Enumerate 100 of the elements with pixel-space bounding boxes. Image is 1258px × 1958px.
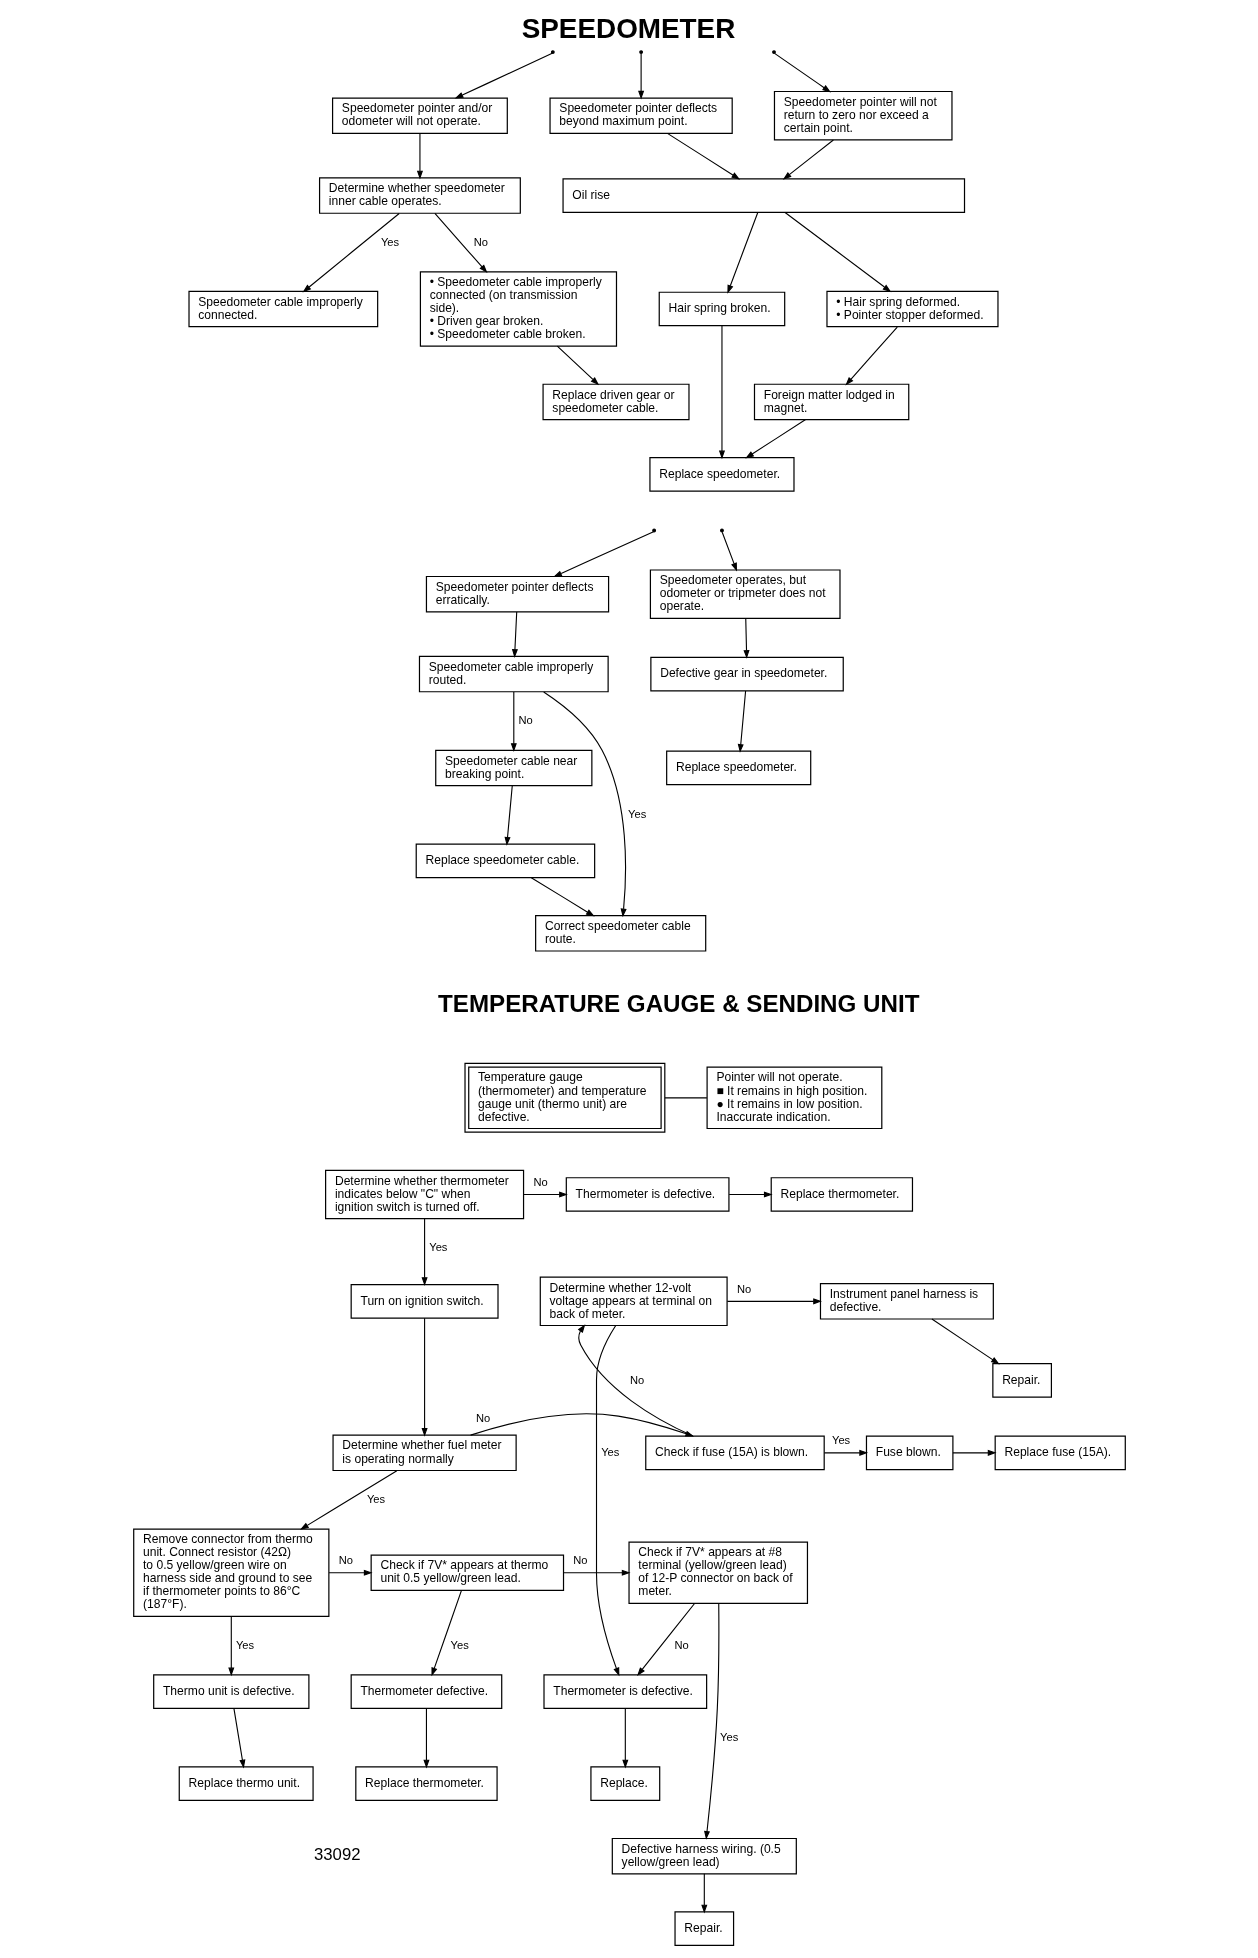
arrow bbox=[530, 877, 595, 917]
diagram-title: SPEEDOMETER bbox=[521, 12, 735, 44]
edge-label: No bbox=[736, 1282, 751, 1295]
arrow bbox=[621, 1708, 628, 1769]
arrow bbox=[737, 690, 746, 753]
node-box: Turn on ignition switch. bbox=[350, 1284, 499, 1319]
edge-label: Yes bbox=[428, 1241, 447, 1254]
arrow bbox=[823, 1449, 868, 1456]
node-box: Speedometer pointer will not return to zero nor exceed a certain point. bbox=[773, 90, 953, 141]
arrow bbox=[562, 1569, 631, 1576]
arrow bbox=[327, 1569, 373, 1576]
node-box: Speedometer cable improperly routed. bbox=[418, 655, 609, 693]
node-box: • Hair spring deformed. • Pointer stopper deformed. bbox=[825, 290, 999, 328]
arrow bbox=[232, 1708, 245, 1769]
node-box: Speedometer cable near breaking point. bbox=[434, 749, 592, 787]
arrow bbox=[728, 1191, 773, 1198]
node-box: Replace thermometer. bbox=[354, 1766, 498, 1801]
arrow bbox=[726, 211, 758, 294]
node-box: Hair spring broken. bbox=[658, 291, 785, 327]
arrow bbox=[433, 212, 488, 273]
node-box: Repair. bbox=[991, 1363, 1052, 1398]
edge-label: Yes bbox=[450, 1639, 469, 1652]
arrow bbox=[299, 1470, 397, 1530]
arrow bbox=[302, 212, 400, 293]
arrow bbox=[595, 1325, 619, 1677]
arrow bbox=[951, 1449, 997, 1456]
node-box: Speedometer pointer deflects erratically. bbox=[425, 575, 609, 613]
arrow bbox=[844, 326, 898, 386]
node-box: Pointer will not operate. ■ It remains in high position. ● It remains in low position. Inaccurate indication. bbox=[706, 1066, 882, 1130]
connector bbox=[663, 1097, 707, 1099]
arrow bbox=[416, 133, 423, 180]
arrow bbox=[744, 419, 806, 459]
edge-label: No bbox=[517, 714, 533, 727]
arrow bbox=[930, 1318, 1000, 1365]
arrow bbox=[782, 139, 834, 180]
edge-label: No bbox=[473, 235, 488, 248]
arrow bbox=[636, 1602, 695, 1676]
node-box: Thermo unit is defective. bbox=[152, 1674, 309, 1709]
node-box: Replace driven gear or speedometer cable. bbox=[541, 383, 690, 421]
label: 33092 bbox=[313, 1845, 360, 1865]
arrow bbox=[556, 345, 599, 386]
node-box: Instrument panel harness is defective. bbox=[819, 1283, 994, 1320]
arrow bbox=[700, 1873, 707, 1914]
edge-label: No bbox=[533, 1175, 548, 1188]
node-box: Speedometer pointer deflects beyond maximum point. bbox=[548, 97, 733, 134]
node-box: Thermometer defective. bbox=[350, 1674, 502, 1709]
node-box: Remove connector from thermo unit. Connect resistor (42Ω) to 0.5 yellow/green wire on harness side and ground to see if thermometer points to 86°C (187°F). bbox=[132, 1528, 329, 1617]
arrow bbox=[721, 531, 737, 572]
arrow bbox=[718, 325, 725, 460]
arrow bbox=[703, 1603, 719, 1840]
arrow bbox=[542, 691, 627, 918]
edge-label: No bbox=[629, 1373, 644, 1386]
edge-label: No bbox=[338, 1553, 353, 1566]
node-box: Foreign matter lodged in magnet. bbox=[753, 383, 909, 421]
node-box: Replace. bbox=[589, 1766, 660, 1801]
arrow bbox=[511, 611, 518, 658]
arrow bbox=[422, 1708, 429, 1769]
arrow bbox=[726, 1298, 822, 1305]
node-box: Correct speedometer cable route. bbox=[534, 915, 706, 952]
node-box: Replace speedometer. bbox=[648, 457, 795, 492]
node-box: Thermometer is defective. bbox=[542, 1674, 707, 1709]
node-box: Fuse blown. bbox=[865, 1435, 953, 1471]
node-box: Speedometer cable improperly connected. bbox=[187, 290, 378, 328]
node-box: Repair. bbox=[673, 1911, 734, 1946]
node-box: Determine whether fuel meter is operating normally bbox=[331, 1434, 517, 1472]
node-box: • Speedometer cable improperly connected (on transmission side). • Driven gear broken. • Speedometer cable broken. bbox=[419, 271, 617, 347]
node-box: Determine whether thermometer indicates below "C" when ignition switch is turned off. bbox=[324, 1169, 524, 1220]
edge-label: Yes bbox=[627, 808, 646, 821]
node-box: Replace thermometer. bbox=[770, 1177, 913, 1212]
edge-label: Yes bbox=[600, 1446, 619, 1459]
node-box: Determine whether speedometer inner cable operates. bbox=[318, 177, 521, 214]
edge-label: Yes bbox=[719, 1731, 738, 1744]
arrow bbox=[227, 1616, 234, 1677]
node-box: Replace speedometer. bbox=[665, 750, 811, 786]
label: TEMPERATURE GAUGE & SENDING UNIT bbox=[437, 990, 919, 1018]
edge-label: Yes bbox=[831, 1433, 850, 1446]
node-box: Speedometer operates, but odometer or tripmeter does not operate. bbox=[649, 569, 841, 619]
edge-label: Yes bbox=[380, 235, 399, 248]
arrow bbox=[666, 132, 740, 180]
node-box: Defective gear in speedometer. bbox=[649, 656, 844, 692]
arrow bbox=[430, 1589, 462, 1677]
arrow bbox=[742, 617, 750, 659]
node-box: Thermometer is defective. bbox=[565, 1177, 730, 1212]
arrow bbox=[510, 691, 517, 752]
arrow bbox=[504, 785, 513, 846]
node-box: Speedometer pointer and/or odometer will not operate. bbox=[331, 97, 508, 134]
arrow bbox=[421, 1218, 428, 1287]
arrow bbox=[784, 211, 891, 293]
arrow bbox=[454, 52, 553, 99]
node-box: Oil rise bbox=[561, 178, 965, 213]
node-box: Replace thermo unit. bbox=[178, 1766, 314, 1801]
node-box: Determine whether 12-volt voltage appears at terminal on back of meter. bbox=[539, 1276, 728, 1327]
edge-label: No bbox=[572, 1553, 587, 1566]
edge-label: No bbox=[674, 1639, 689, 1652]
node-box: Defective harness wiring. (0.5 yellow/green lead) bbox=[611, 1837, 797, 1875]
arrow bbox=[637, 53, 644, 100]
node-box: Replace speedometer cable. bbox=[415, 843, 595, 879]
arrow bbox=[552, 531, 654, 578]
arrow bbox=[421, 1317, 428, 1437]
edge-label: No bbox=[475, 1411, 490, 1424]
